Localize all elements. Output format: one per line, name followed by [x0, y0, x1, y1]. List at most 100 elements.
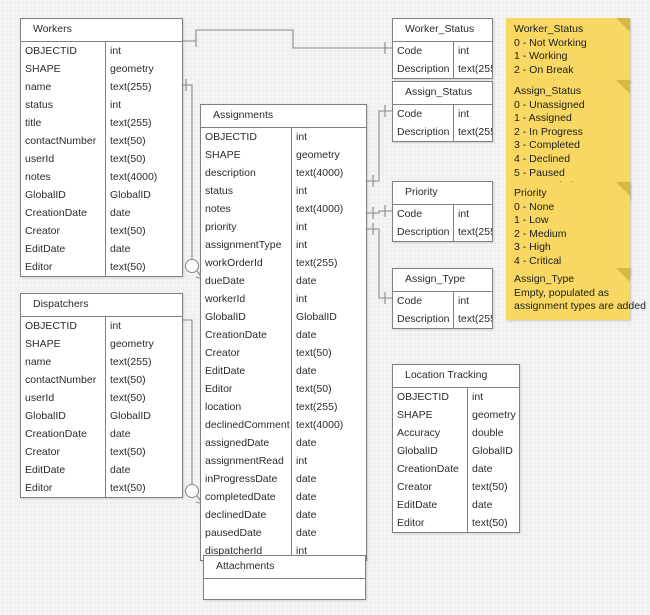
field-type: text(50) [110, 391, 146, 404]
field-type: text(50) [110, 445, 146, 458]
field-name: completedDate [201, 487, 292, 506]
entity-assign-status[interactable]: Assign_Status CodeintDescriptiontext(255… [392, 81, 493, 142]
entity-title-assign-type: Assign_Type [393, 269, 492, 292]
note-line: 5 - Paused [514, 166, 565, 179]
field-type: int [458, 44, 470, 57]
field-type: text(255) [458, 125, 492, 138]
connector-workers-assignments [183, 84, 193, 266]
field-name: Code [393, 204, 454, 223]
field-type: double [472, 426, 504, 439]
field-name: Creator [21, 442, 106, 461]
field-type: text(50) [110, 134, 146, 147]
note-title-worker-status: Worker_Status [514, 23, 584, 35]
field-name: SHAPE [393, 405, 468, 424]
field-name: description [201, 163, 292, 182]
entity-worker-status[interactable]: Worker_Status CodeintDescriptiontext(255… [392, 18, 493, 79]
field-name: CreationDate [393, 459, 468, 478]
field-name: Creator [393, 477, 468, 496]
note-line: 1 - Assigned [514, 112, 572, 125]
note-title-assign-status: Assign_Status [514, 85, 582, 97]
field-type: text(255) [110, 80, 152, 93]
field-type: int [458, 294, 470, 307]
field-name: notes [201, 199, 292, 218]
field-type: date [472, 498, 493, 511]
field-name: assignedDate [201, 433, 292, 452]
field-name: assignmentType [201, 235, 292, 254]
field-type: GlobalID [472, 444, 513, 457]
note-line: 2 - On Break [514, 63, 574, 76]
note-line: 0 - Unassigned [514, 98, 585, 111]
field-name: status [21, 95, 106, 114]
field-name: Creator [201, 343, 292, 362]
entity-title-workers: Workers [21, 19, 182, 42]
field-name: Description [393, 122, 454, 141]
field-type: date [296, 364, 317, 377]
field-name: Description [393, 309, 454, 328]
field-name: OBJECTID [21, 316, 106, 335]
field-name: Editor [201, 379, 292, 398]
entity-attachments[interactable]: Attachments [203, 555, 366, 600]
field-type: date [110, 463, 131, 476]
field-name: GlobalID [201, 307, 292, 326]
field-type: date [110, 206, 131, 219]
field-row: Accuracy double [393, 423, 519, 442]
entity-title-assignments: Assignments [201, 105, 366, 128]
field-name: Code [393, 291, 454, 310]
field-name: SHAPE [201, 145, 292, 164]
entity-title-assign-status: Assign_Status [393, 82, 492, 105]
field-type: int [296, 184, 308, 197]
field-name: location [201, 397, 292, 416]
note-line: 0 - None [514, 200, 555, 213]
field-name: name [21, 352, 106, 371]
field-type: text(50) [110, 373, 146, 386]
connector-assignments-assigntype [367, 228, 392, 299]
field-name: OBJECTID [21, 41, 106, 60]
field-type: text(50) [110, 224, 146, 237]
note-line: 0 - Not Working [514, 36, 587, 49]
field-name: GlobalID [21, 406, 106, 425]
connector-assignments-priority [367, 210, 392, 214]
note-title-assign-type: Assign_Type [514, 273, 575, 285]
field-type: date [296, 508, 317, 521]
field-name: Accuracy [393, 423, 468, 442]
field-name: Code [393, 104, 454, 123]
